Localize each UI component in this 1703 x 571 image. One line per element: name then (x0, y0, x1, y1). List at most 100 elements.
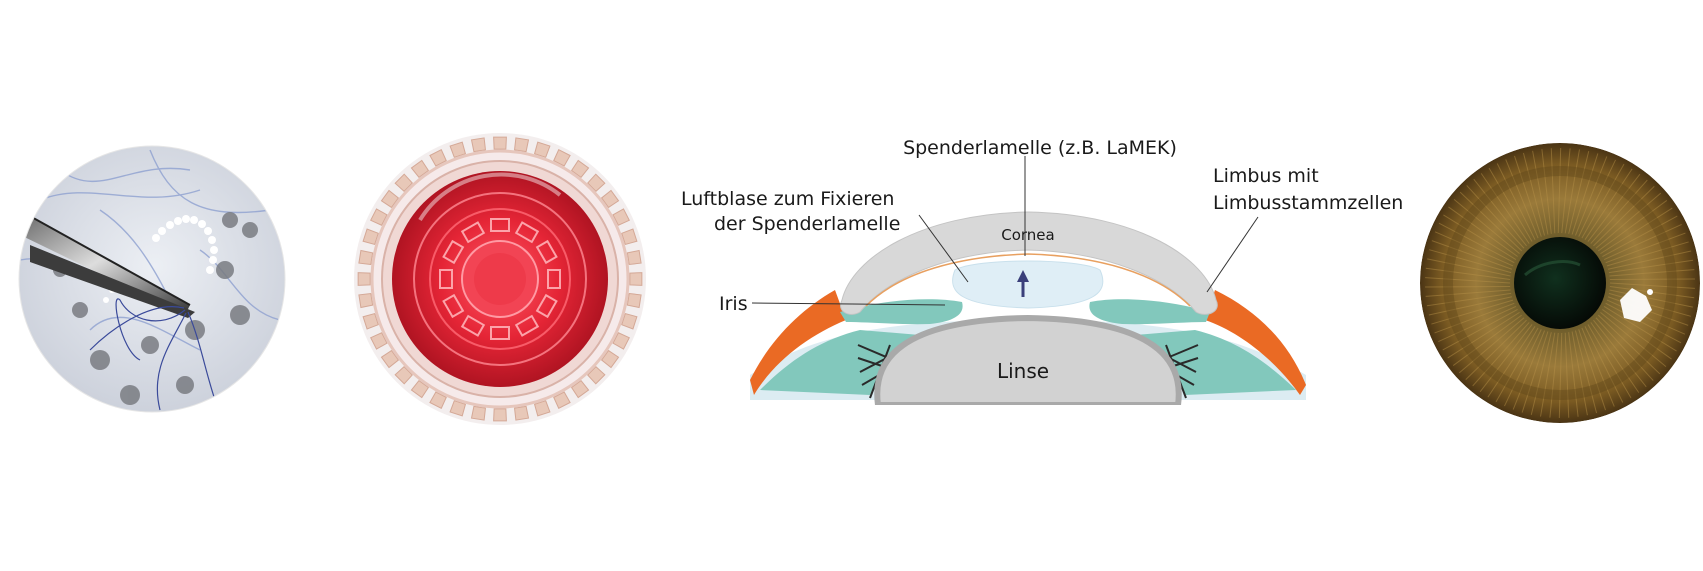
iris-fibre (1609, 282, 1695, 289)
dish-tooth (370, 208, 388, 226)
iris-fibre (1512, 330, 1546, 410)
dish-slot (442, 293, 465, 319)
limbus-label-line2: Limbusstammzellen (1213, 192, 1403, 214)
iris-fibre (1602, 215, 1678, 257)
dish-tooth (533, 141, 551, 158)
dish-tooth (370, 332, 388, 350)
dish-tooth (600, 349, 620, 369)
iris-fibre (1505, 159, 1539, 239)
iris-fibre (1564, 149, 1580, 234)
dish-slot (514, 314, 540, 337)
iris-fibre (1472, 322, 1530, 387)
iris-fibre (1488, 167, 1533, 242)
iris-fibre (1442, 309, 1518, 351)
dish-tooth (410, 379, 430, 399)
cornea-shape (840, 211, 1218, 315)
iris-photo (1420, 143, 1700, 423)
dish-slot (535, 239, 558, 265)
dish-tooth (429, 391, 447, 409)
iris-fibre (1549, 332, 1559, 418)
iris-fibre (1558, 332, 1563, 419)
dish-tooth (357, 272, 371, 286)
ciliary-left (760, 330, 920, 395)
iris-fibre (1581, 163, 1625, 239)
iris-fibre (1550, 148, 1556, 234)
iris-fibre (1448, 206, 1518, 257)
iris-fibre (1584, 168, 1633, 240)
iris-fibre (1578, 159, 1616, 237)
iris-fibre (1480, 173, 1530, 244)
dish-tooth (394, 173, 413, 192)
sclera-left (750, 290, 846, 395)
dish-tooth (570, 379, 590, 399)
iris-fibre (1495, 327, 1539, 403)
dish-slot (460, 314, 486, 337)
iris-fibre (1574, 330, 1598, 414)
leader-lines (751, 156, 1259, 306)
iris-fibre (1426, 292, 1512, 307)
iris-fibre (1513, 155, 1542, 237)
pupil (1514, 237, 1606, 329)
iris-fibre (1427, 258, 1511, 277)
iris-fibre (1452, 314, 1522, 366)
eye-cross-section-diagram: Spenderlamelle (z.B. LaMEK) Luftblase zu… (681, 137, 1403, 405)
iris-fibre (1466, 185, 1525, 249)
limbus-label-line1: Limbus mit (1213, 165, 1319, 187)
donor-lamella-label: Spenderlamelle (z.B. LaMEK) (903, 137, 1177, 159)
dish-tooth (410, 159, 430, 179)
iris-fibre (1443, 214, 1517, 260)
iris-fibre (1609, 289, 1693, 308)
iris-fibre (1453, 198, 1520, 254)
iris-fibre (1434, 231, 1514, 267)
iris-fibre (1473, 178, 1527, 247)
dish-tooth (429, 149, 447, 167)
iris-fibre (1587, 324, 1632, 399)
iris-fibre (1590, 179, 1648, 244)
iris-fibre (1605, 302, 1682, 344)
dish-tooth (358, 292, 374, 309)
dish-slot (460, 221, 486, 244)
dish-tooth (612, 208, 630, 226)
dish-tooth (493, 408, 507, 422)
iris-fibre (1425, 277, 1511, 284)
iris-fibre (1571, 153, 1599, 235)
iris-fibre (1584, 326, 1624, 403)
iris-fibre (1425, 267, 1511, 281)
iris-fibre (1479, 324, 1533, 393)
dish-tooth (449, 400, 467, 417)
dish-tooth (470, 405, 487, 421)
iris-fibre (1600, 207, 1673, 255)
iris-fibre (1564, 332, 1570, 418)
dish-tooth (621, 228, 638, 246)
iris-fibre (1593, 186, 1655, 247)
iris-right (1089, 299, 1210, 325)
iris-fibre (1581, 327, 1615, 407)
iris-fibre (1603, 306, 1677, 352)
iris-fibre (1521, 331, 1549, 413)
dish-tooth (493, 136, 507, 150)
dish-tooth (626, 249, 642, 266)
dish-tooth (380, 349, 400, 369)
dish-tooth (587, 173, 606, 192)
dish-tooth (533, 400, 551, 417)
culture-dish-photo (354, 133, 646, 425)
iris-fibre (1595, 192, 1662, 249)
iris-fibre (1606, 241, 1689, 267)
iris-fibre (1590, 322, 1640, 393)
dish-slot (490, 326, 510, 340)
iris-fibre (1428, 296, 1513, 316)
iris-fibre (1429, 249, 1512, 274)
iris-fibre (1578, 329, 1607, 411)
dish-tooth (612, 332, 630, 350)
cornea-label: Cornea (1001, 226, 1054, 244)
iris-fibre (1603, 223, 1682, 260)
iris-fibre (1504, 329, 1542, 407)
iris-fibre (1609, 278, 1695, 281)
iris-fibre (1595, 317, 1654, 381)
lens-shape (874, 314, 1182, 405)
iris-fibre (1607, 250, 1692, 270)
iris-fibre (1597, 314, 1661, 375)
iris-fibre (1425, 289, 1511, 297)
iris-fibre (1598, 200, 1668, 252)
